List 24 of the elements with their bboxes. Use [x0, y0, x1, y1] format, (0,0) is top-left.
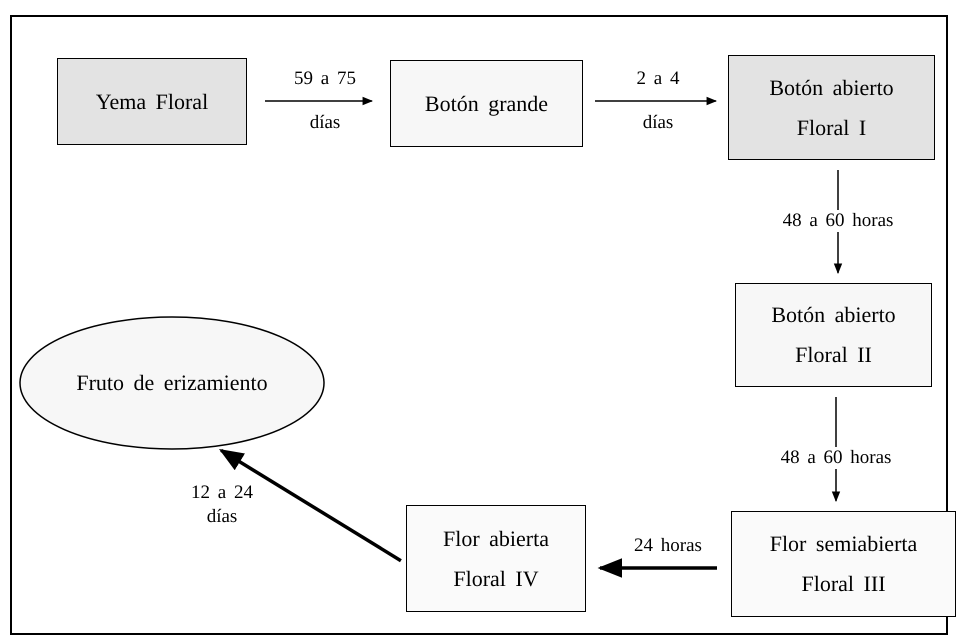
- edge-label: 59 a 75 días: [293, 67, 357, 135]
- stage-box: [728, 55, 935, 160]
- stage-box: [735, 283, 932, 387]
- node-label: Flor abierta Floral IV: [442, 524, 550, 592]
- stage-box: [406, 505, 586, 612]
- node-label: Botón abierto Floral II: [770, 301, 897, 369]
- arrow: [265, 96, 374, 106]
- arrow: [219, 448, 402, 562]
- node-label: Flor semiabierta Floral III: [768, 530, 918, 598]
- arrow: [595, 96, 718, 106]
- node-label: Fruto de erizamiento: [76, 369, 268, 397]
- node-label: Yema Floral: [96, 88, 208, 116]
- edge-label: 24 horas: [634, 535, 702, 557]
- node-label: Botón grande: [424, 90, 548, 118]
- node-label: Botón abierto Floral I: [768, 74, 895, 142]
- stage-box: [57, 58, 247, 145]
- stage-box: [390, 60, 583, 147]
- edge-label: 2 a 4 días: [636, 67, 680, 135]
- edge-label: 12 a 24 días: [190, 481, 254, 529]
- edge-label: 48 a 60 horas: [780, 210, 896, 232]
- stage-box: [731, 511, 956, 617]
- stage-ellipse: [19, 316, 325, 450]
- edge-label: 48 a 60 horas: [778, 447, 894, 469]
- arrow: [598, 558, 717, 578]
